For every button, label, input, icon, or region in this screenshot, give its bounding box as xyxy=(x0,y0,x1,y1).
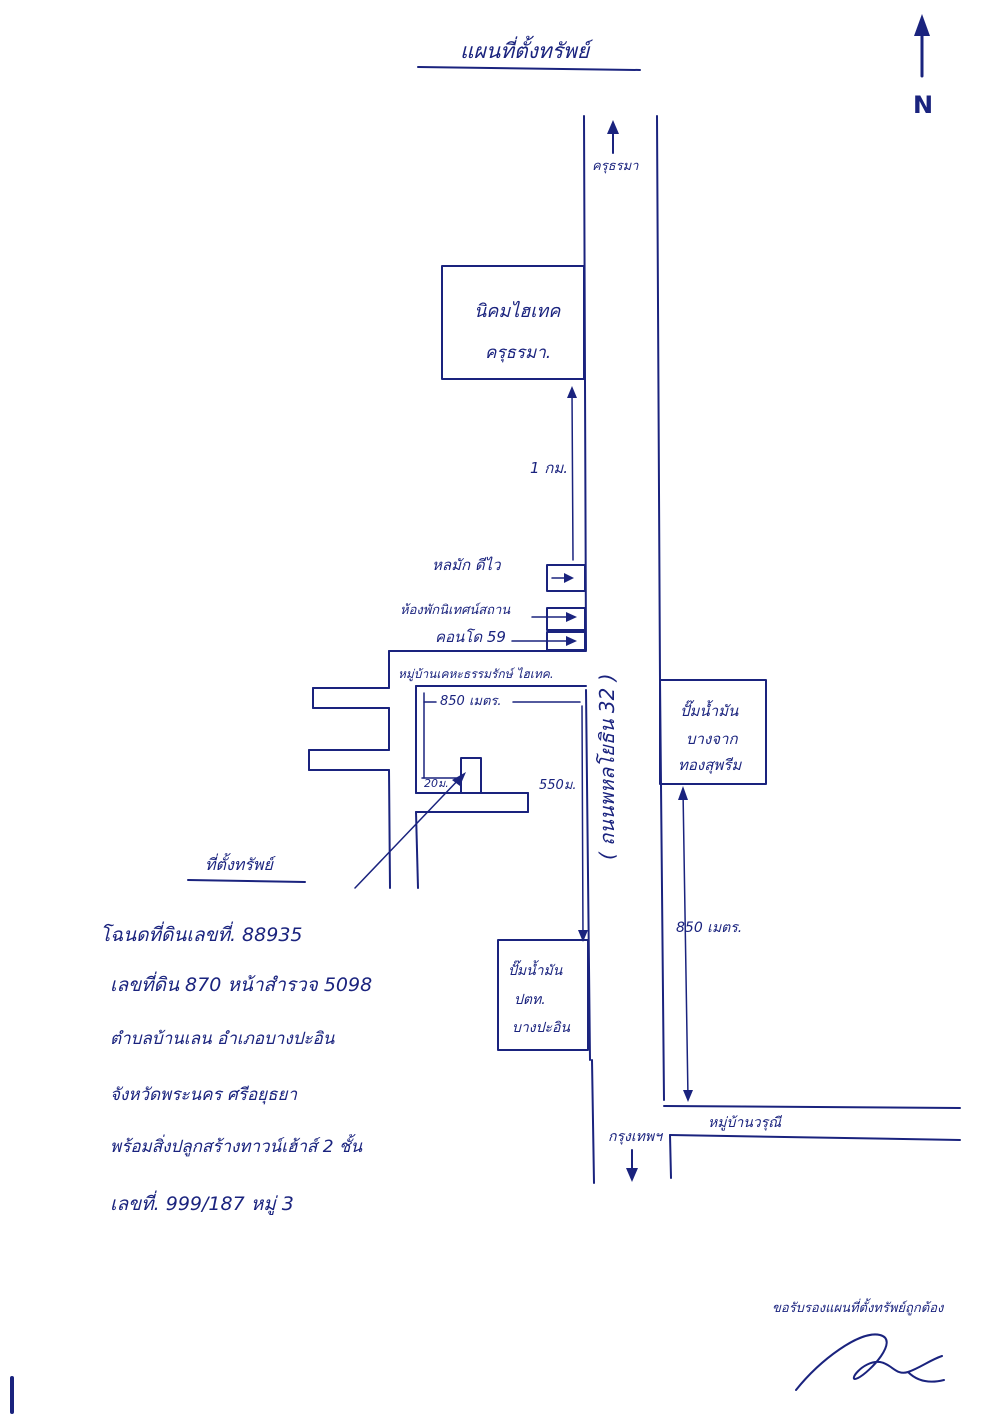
signature xyxy=(795,1333,945,1391)
pt-station-1-line3: บางปะอิน xyxy=(512,1020,570,1036)
distance-village-in: 850 เมตร. xyxy=(440,694,502,709)
pt-station-1-line1: ปั๊มน้ำมัน xyxy=(508,960,563,979)
pt-station-1-box xyxy=(497,939,589,1051)
property-detail-5: พร้อมสิ่งปลูกสร้างทาวน์เฮ้าส์ 2 ชั้น xyxy=(110,1133,362,1157)
north-label: N xyxy=(913,91,933,119)
north-arrow-icon xyxy=(914,14,930,78)
property-detail-2: เลขที่ดิน 870 หน้าสำรวจ 5098 xyxy=(110,971,372,996)
village-roads xyxy=(308,650,587,889)
south-destination: กรุงเทพฯ xyxy=(608,1129,663,1145)
property-detail-1: โฉนดที่ดินเลขที่. 88935 xyxy=(100,921,303,946)
shop-1-label: หลมัก ดีไว xyxy=(432,556,502,574)
property-label: ที่ตั้งทรัพย์ xyxy=(205,853,276,874)
property-detail-3: ตำบลบ้านเลน อำเภอบางปะอิน xyxy=(110,1029,335,1049)
village-entrance-label: หมู่บ้านเคหะธรรมรักษ์ ไฮเทค. xyxy=(398,667,554,682)
pt-station-2-line2: บางจาก xyxy=(686,730,738,748)
main-road xyxy=(583,115,672,1184)
distance-pt-to-side: 850 เมตร. xyxy=(676,920,742,936)
pt-to-side-dimension xyxy=(678,786,693,1102)
property-pointer xyxy=(354,772,466,889)
pt-station-2-line3: ทองสุพรีม xyxy=(678,756,742,774)
road-name: ( ถนนพหลโยธิน 32 ) xyxy=(595,673,619,860)
north-destination: ครุธรมา xyxy=(592,159,639,174)
pt-station-1-line2: ปตท. xyxy=(514,992,546,1008)
arrow-down-icon xyxy=(626,1149,638,1182)
industrial-estate-box xyxy=(441,265,585,380)
village-down-dimension xyxy=(578,705,588,942)
shop-1-box xyxy=(546,564,586,592)
distance-property-mark: 20ม. xyxy=(424,777,449,790)
industrial-estate-name: นิคมไฮเทค xyxy=(474,300,561,322)
side-road-label: หมู่บ้านวรุณี xyxy=(708,1115,782,1131)
pt-station-2-box xyxy=(659,679,767,785)
arrow-up-icon xyxy=(607,120,619,154)
property-detail-4: จังหวัดพระนคร ศรีอยุธยา xyxy=(110,1085,297,1105)
distance-estate-line xyxy=(567,386,577,561)
side-road xyxy=(663,1105,961,1141)
industrial-estate-place: ครุธรมา. xyxy=(485,343,551,363)
shop-2-box xyxy=(546,607,586,631)
shop-3-label: คอนโด 59 xyxy=(435,628,506,646)
shop-2-label: ห้องพักนิเทศน์สถาน xyxy=(400,602,511,618)
certification-text: ขอรับรองแผนที่ตั้งทรัพย์ถูกต้อง xyxy=(772,1298,945,1316)
village-in-dimension xyxy=(423,692,581,779)
map-title: แผนที่ตั้งทรัพย์ xyxy=(460,35,593,63)
property-detail-6: เลขที่. 999/187 หมู่ 3 xyxy=(110,1190,294,1215)
distance-village-down: 550ม. xyxy=(539,778,577,793)
distance-to-estate: 1 กม. xyxy=(530,459,568,477)
pt-station-2-line1: ปั๊มน้ำมัน xyxy=(680,700,739,720)
